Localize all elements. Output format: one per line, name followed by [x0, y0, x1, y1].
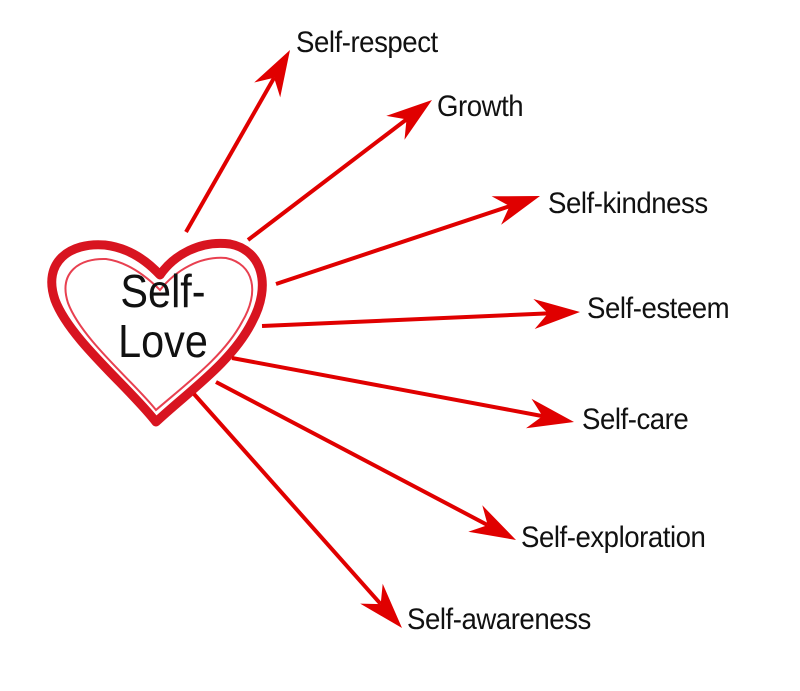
- arrow-shaft-self-care: [231, 356, 543, 419]
- arrow-self-esteem: [261, 299, 580, 329]
- label-self-exploration: Self-exploration: [521, 521, 706, 554]
- label-self-awareness: Self-awareness: [407, 603, 591, 636]
- arrow-self-awareness: [192, 392, 402, 628]
- arrow-self-respect: [184, 50, 290, 233]
- arrow-shaft-self-awareness: [192, 392, 383, 606]
- arrow-self-exploration: [215, 380, 516, 540]
- label-self-kindness: Self-kindness: [548, 187, 708, 220]
- arrow-self-kindness: [275, 196, 540, 286]
- arrow-head-self-awareness: [360, 583, 402, 628]
- arrow-head-self-kindness: [491, 196, 540, 225]
- arrow-shaft-self-respect: [184, 76, 276, 233]
- arrow-shaft-growth: [246, 117, 408, 242]
- arrow-head-self-respect: [254, 50, 290, 98]
- label-growth: Growth: [437, 90, 524, 123]
- label-self-esteem: Self-esteem: [587, 292, 730, 325]
- arrows-layer: [184, 50, 580, 628]
- arrow-shaft-self-kindness: [275, 204, 511, 286]
- label-self-respect: Self-respect: [296, 26, 438, 59]
- arrow-head-self-care: [526, 398, 574, 429]
- arrow-growth: [246, 100, 432, 242]
- label-self-care: Self-care: [582, 403, 689, 436]
- center-label-line-1: Self-: [120, 265, 206, 317]
- arrow-head-self-exploration: [468, 505, 516, 540]
- arrow-head-self-esteem: [533, 299, 580, 329]
- arrow-head-growth: [386, 100, 432, 140]
- center-label: Self- Love: [87, 266, 240, 366]
- arrow-shaft-self-exploration: [215, 380, 489, 527]
- arrow-shaft-self-esteem: [261, 311, 549, 328]
- arrow-self-care: [231, 356, 574, 429]
- heart-icon: [47, 238, 267, 427]
- center-label-line-2: Love: [118, 315, 208, 367]
